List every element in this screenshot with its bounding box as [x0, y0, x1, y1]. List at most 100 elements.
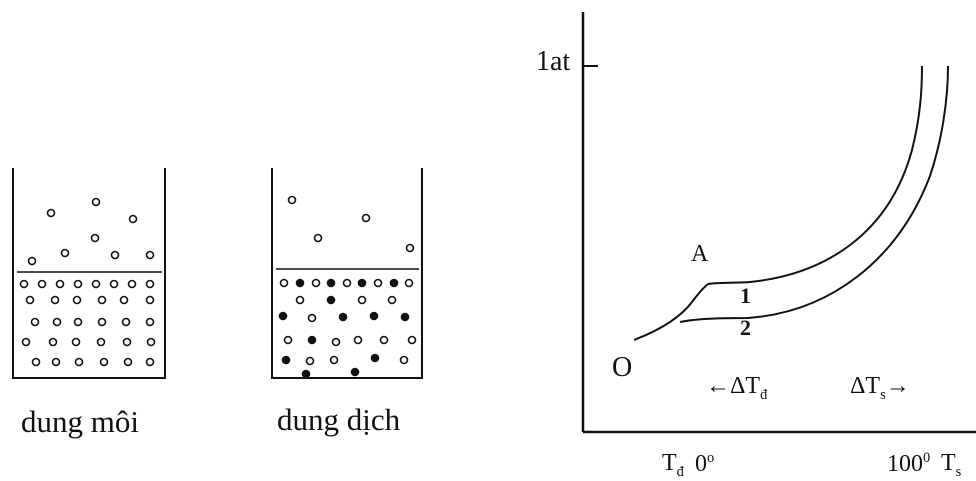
solution-liquid-particles	[280, 280, 416, 378]
solute-molecule	[283, 357, 290, 364]
tick-td-sub: đ	[677, 464, 684, 480]
solvent-molecule	[74, 297, 81, 304]
solvent-molecule	[75, 319, 82, 326]
solvent-molecule	[50, 339, 57, 346]
solvent-molecule	[39, 281, 46, 288]
tick-freezing-temp: Tđ	[662, 450, 684, 481]
curve-2-label: 2	[740, 315, 751, 341]
vapor-molecule	[93, 199, 100, 206]
solvent-molecule	[125, 359, 132, 366]
y-axis-label: 1at	[536, 46, 570, 78]
solute-molecule	[371, 313, 378, 320]
vapor-molecule	[147, 252, 154, 259]
solvent-molecule	[75, 281, 82, 288]
solvent-molecule	[401, 357, 408, 364]
solvent-molecule	[381, 337, 388, 344]
boiling-elevation-arrow: →	[886, 373, 910, 399]
solvent-caption: dung môi	[21, 404, 139, 440]
solvent-molecule	[375, 280, 382, 287]
vapor-molecule	[112, 252, 119, 259]
solvent-molecule	[355, 337, 362, 344]
solvent-molecule	[333, 339, 340, 346]
solvent-molecule	[409, 337, 416, 344]
solvent-molecule	[147, 297, 154, 304]
solute-molecule	[328, 297, 335, 304]
solvent-molecule	[281, 280, 288, 287]
boiling-elevation-label: ΔTs→	[850, 373, 910, 404]
solvent-molecule	[147, 319, 154, 326]
solute-molecule	[372, 355, 379, 362]
solvent-molecule	[285, 337, 292, 344]
solvent-molecule	[32, 319, 39, 326]
tick-ts-sub: s	[956, 464, 962, 480]
solvent-molecule	[406, 280, 413, 287]
solvent-molecule	[73, 339, 80, 346]
solvent-molecule	[98, 339, 105, 346]
boiling-elevation-text: ΔT	[850, 373, 880, 399]
solute-molecule	[402, 314, 409, 321]
tick-hundred-text: 100	[887, 451, 923, 477]
sublimation-curve	[634, 284, 708, 340]
vapor-molecule	[289, 197, 296, 204]
solute-molecule	[280, 313, 287, 320]
vapor-molecule	[29, 258, 36, 265]
solvent-molecule	[99, 319, 106, 326]
tick-zero-text: 0	[695, 451, 707, 477]
graph-axes	[583, 12, 976, 432]
tick-ts-text: T	[941, 450, 956, 476]
solute-molecule	[340, 314, 347, 321]
tick-zero: 0o	[695, 450, 714, 478]
solvent-molecule	[121, 297, 128, 304]
freezing-depression-label: ←ΔTđ	[706, 373, 767, 404]
freezing-depression-text: ←ΔT	[706, 373, 760, 399]
vapor-molecule	[62, 250, 69, 257]
vapor-molecule	[48, 210, 55, 217]
solvent-molecule	[309, 315, 316, 322]
point-a-label: A	[691, 241, 708, 268]
solvent-molecule	[344, 280, 351, 287]
tick-hundred-sup: 0	[923, 450, 930, 466]
solvent-molecule	[307, 358, 314, 365]
solvent-molecule	[52, 297, 59, 304]
solvent-molecule	[147, 281, 154, 288]
tick-zero-sup: o	[707, 450, 714, 466]
solvent-molecule	[23, 339, 30, 346]
solute-molecule	[303, 371, 310, 378]
solute-molecule	[297, 280, 304, 287]
solvent-molecule	[123, 319, 130, 326]
solvent-beaker	[13, 168, 165, 378]
solvent-molecule	[27, 297, 34, 304]
solvent-molecule	[53, 359, 60, 366]
solvent-molecule	[147, 359, 154, 366]
solvent-molecule	[359, 297, 366, 304]
solvent-molecule	[297, 297, 304, 304]
solvent-molecule	[101, 359, 108, 366]
vapor-molecule	[92, 235, 99, 242]
tick-hundred: 1000	[887, 450, 930, 478]
solute-molecule	[359, 280, 366, 287]
vapor-molecule	[130, 216, 137, 223]
vapor-molecule	[407, 245, 414, 252]
solution-vapor-particles	[289, 197, 414, 252]
solvent-molecule	[331, 357, 338, 364]
vapor-molecule	[363, 215, 370, 222]
origin-label: O	[612, 352, 632, 384]
graph-curves	[634, 66, 948, 340]
freezing-depression-sub: đ	[760, 387, 767, 403]
solvent-molecule	[33, 359, 40, 366]
vapor-molecule	[315, 235, 322, 242]
solvent-molecule	[313, 280, 320, 287]
tick-td-text: T	[662, 450, 677, 476]
solute-molecule	[309, 337, 316, 344]
solvent-molecule	[76, 359, 83, 366]
solvent-molecule	[54, 319, 61, 326]
solvent-molecule	[124, 339, 131, 346]
solvent-vapor-particles	[29, 199, 154, 265]
solvent-molecule	[93, 281, 100, 288]
solute-molecule	[352, 369, 359, 376]
solution-caption: dung dịch	[277, 402, 400, 438]
curve-1-solvent	[708, 66, 922, 284]
solute-molecule	[391, 280, 398, 287]
tick-boiling-temp: Ts	[941, 450, 961, 481]
